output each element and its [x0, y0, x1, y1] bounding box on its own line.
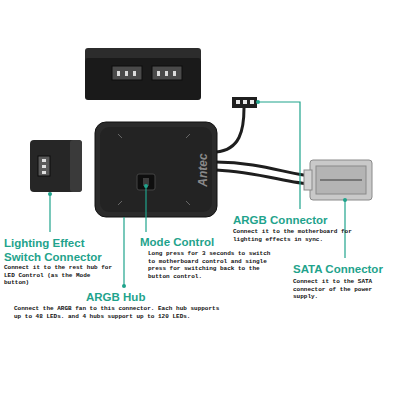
callout-text: Connect it to the rest hub for LED Contr… [4, 264, 118, 287]
callout-text: Connect it to the motherboard for lighti… [233, 228, 365, 243]
callout-text: Long press for 3 seconds to switch to mo… [148, 250, 280, 280]
callout-heading: SATA Connector [293, 262, 397, 276]
callout-heading: Lighting Effect Switch Connector [4, 236, 116, 264]
sata-connector [304, 160, 372, 200]
callout-text: Connect the ARGB fan to this connector. … [14, 305, 228, 320]
callout-heading: ARGB Connector [233, 213, 353, 227]
callout-heading: ARGB Hub [86, 290, 186, 304]
side-unit [30, 140, 82, 192]
argb-connector [232, 97, 257, 108]
top-hub [85, 48, 201, 100]
brand-logo: Antec [196, 145, 210, 195]
main-hub [95, 122, 217, 217]
callout-text: Connect it to the SATA connector of the … [293, 278, 397, 301]
cables [216, 108, 312, 184]
